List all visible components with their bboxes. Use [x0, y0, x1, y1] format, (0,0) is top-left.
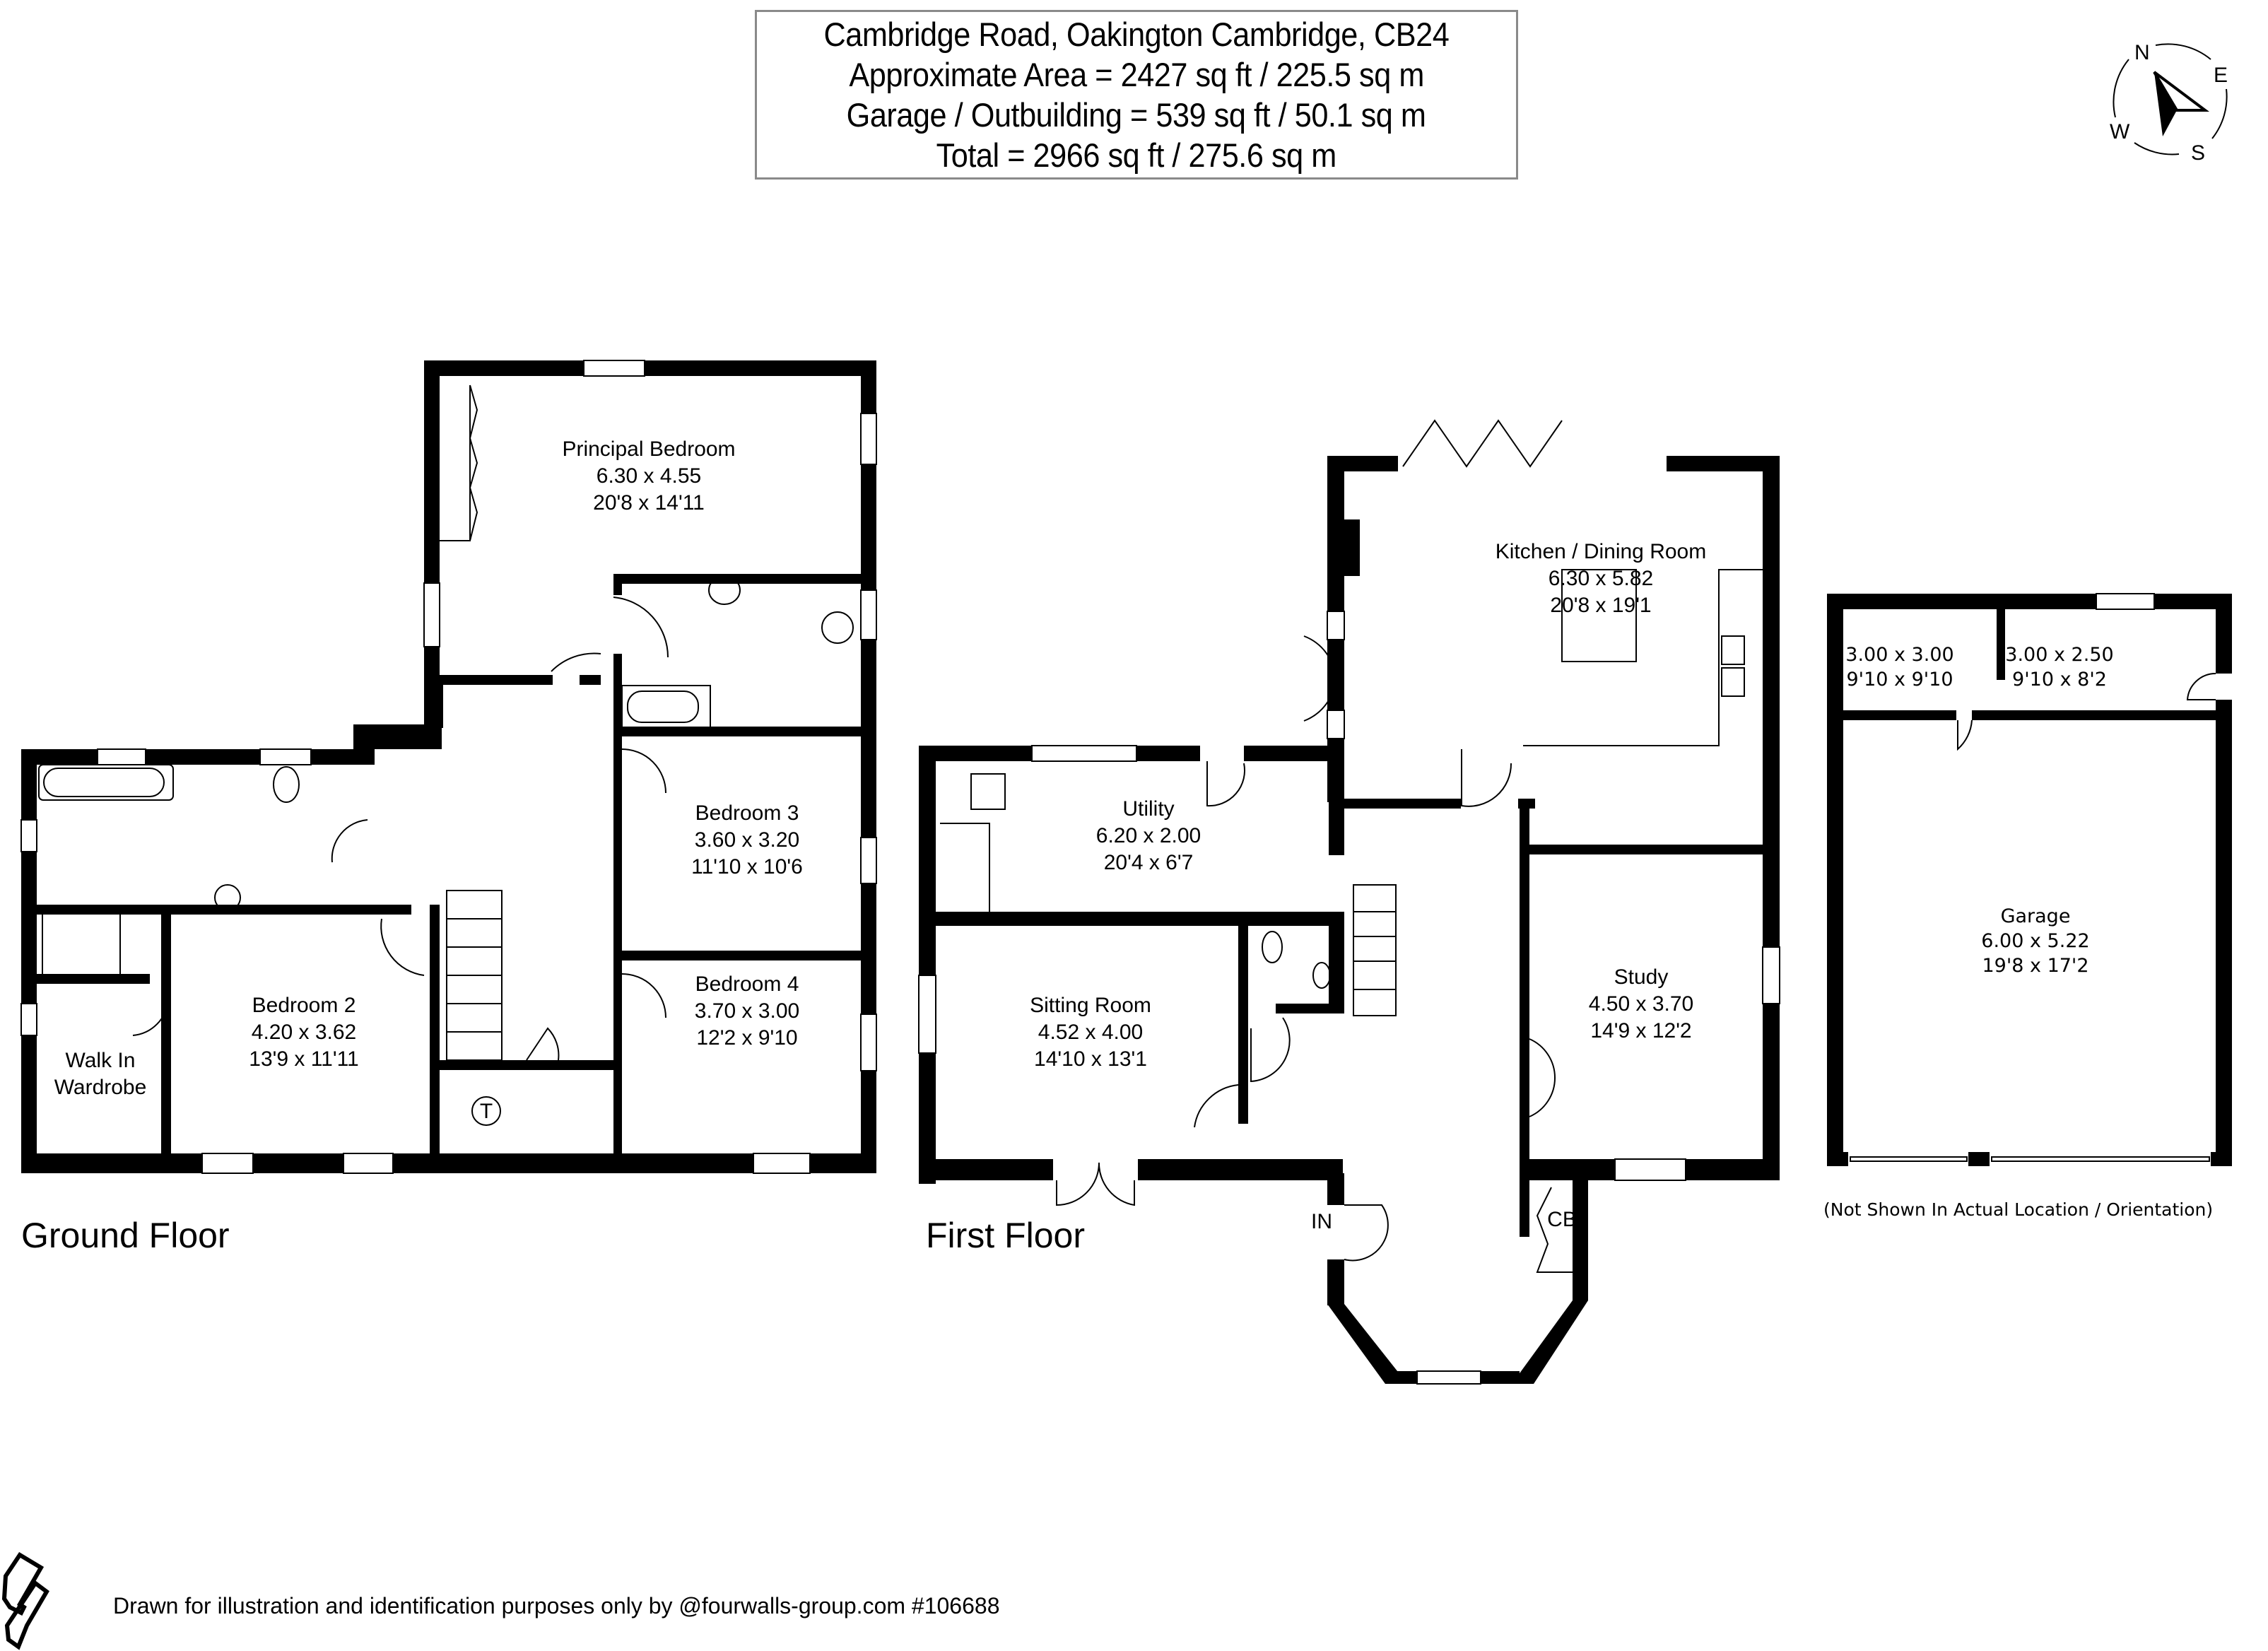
- room-kitchen-dining-imperial: 20'8 x 19'1: [1550, 594, 1651, 617]
- room-garage-name: Garage: [2001, 905, 2071, 927]
- store-2-metric: 3.00 x 2.50: [2005, 644, 2113, 666]
- room-sitting-room-name: Sitting Room: [1030, 994, 1151, 1017]
- room-bedroom4-imperial: 12'2 x 9'10: [696, 1026, 797, 1050]
- garage-outbuilding-plan: 3.00 x 3.00 9'10 x 9'10 3.00 x 2.50 9'10…: [1823, 593, 2232, 1220]
- room-sitting-room-imperial: 14'10 x 13'1: [1034, 1047, 1147, 1071]
- title-box: Cambridge Road, Oakington Cambridge, CB2…: [755, 10, 1518, 180]
- floor-label-first: First Floor: [926, 1216, 1085, 1255]
- store-2-imperial: 9'10 x 8'2: [2012, 669, 2107, 691]
- room-study-metric: 4.50 x 3.70: [1589, 992, 1693, 1016]
- ground-floor-plan: T Principal Bedroom 6.30 x 4.55 20'8 x 1…: [20, 360, 877, 1255]
- room-walk-in-wardrobe-name2: Wardrobe: [54, 1076, 147, 1099]
- outbuilding-note: (Not Shown In Actual Location / Orientat…: [1823, 1199, 2213, 1220]
- room-sitting-room-metric: 4.52 x 4.00: [1038, 1021, 1143, 1044]
- room-bedroom4-name: Bedroom 4: [695, 973, 799, 996]
- store-1-metric: 3.00 x 3.00: [1845, 644, 1953, 666]
- room-bedroom3-imperial: 11'10 x 10'6: [691, 855, 803, 879]
- floor-label-ground: Ground Floor: [21, 1216, 230, 1255]
- approx-area: Approximate Area = 2427 sq ft / 225.5 sq…: [849, 56, 1424, 93]
- first-floor-plan: Kitchen / Dining Room 6.30 x 5.82 20'8 x…: [918, 419, 1780, 1385]
- room-garage-imperial: 19'8 x 17'2: [1982, 955, 2088, 977]
- room-bedroom2-name: Bedroom 2: [252, 994, 356, 1017]
- compass-e: E: [2214, 64, 2228, 87]
- room-bedroom2-imperial: 13'9 x 11'11: [249, 1047, 358, 1071]
- compass-icon: N E S W: [2110, 41, 2228, 165]
- room-kitchen-dining-metric: 6.30 x 5.82: [1549, 567, 1653, 590]
- room-kitchen-dining-name: Kitchen / Dining Room: [1496, 540, 1706, 563]
- compass-n: N: [2134, 41, 2150, 64]
- room-study-imperial: 14'9 x 12'2: [1590, 1019, 1691, 1042]
- garage-area: Garage / Outbuilding = 539 sq ft / 50.1 …: [847, 96, 1426, 134]
- compass-w: W: [2110, 120, 2130, 143]
- room-bedroom2-metric: 4.20 x 3.62: [252, 1021, 356, 1044]
- address-title: Cambridge Road, Oakington Cambridge, CB2…: [823, 16, 1450, 53]
- tank-icon: [471, 1096, 501, 1126]
- room-bedroom3-name: Bedroom 3: [695, 801, 799, 825]
- room-utility-imperial: 20'4 x 6'7: [1104, 851, 1194, 874]
- store-1-imperial: 9'10 x 9'10: [1846, 669, 1953, 691]
- cupboard-label: CB: [1547, 1208, 1577, 1231]
- room-principal-bedroom-imperial: 20'8 x 14'11: [593, 491, 705, 515]
- room-walk-in-wardrobe-name: Walk In: [66, 1049, 136, 1072]
- tank-symbol: T: [480, 1100, 493, 1123]
- room-bedroom3-metric: 3.60 x 3.20: [695, 828, 799, 852]
- room-utility-metric: 6.20 x 2.00: [1096, 824, 1201, 847]
- fourwalls-logo-icon: [1, 1551, 49, 1650]
- room-study-name: Study: [1614, 965, 1669, 989]
- room-bedroom4-metric: 3.70 x 3.00: [695, 999, 799, 1023]
- room-principal-bedroom-metric: 6.30 x 4.55: [597, 464, 701, 488]
- total-area: Total = 2966 sq ft / 275.6 sq m: [936, 136, 1337, 174]
- room-utility-name: Utility: [1122, 797, 1174, 821]
- room-principal-bedroom-name: Principal Bedroom: [562, 437, 735, 461]
- room-garage-metric: 6.00 x 5.22: [1981, 930, 2089, 952]
- compass-s: S: [2191, 141, 2205, 165]
- entrance-label: IN: [1311, 1210, 1332, 1233]
- footer-disclaimer: Drawn for illustration and identificatio…: [113, 1593, 999, 1618]
